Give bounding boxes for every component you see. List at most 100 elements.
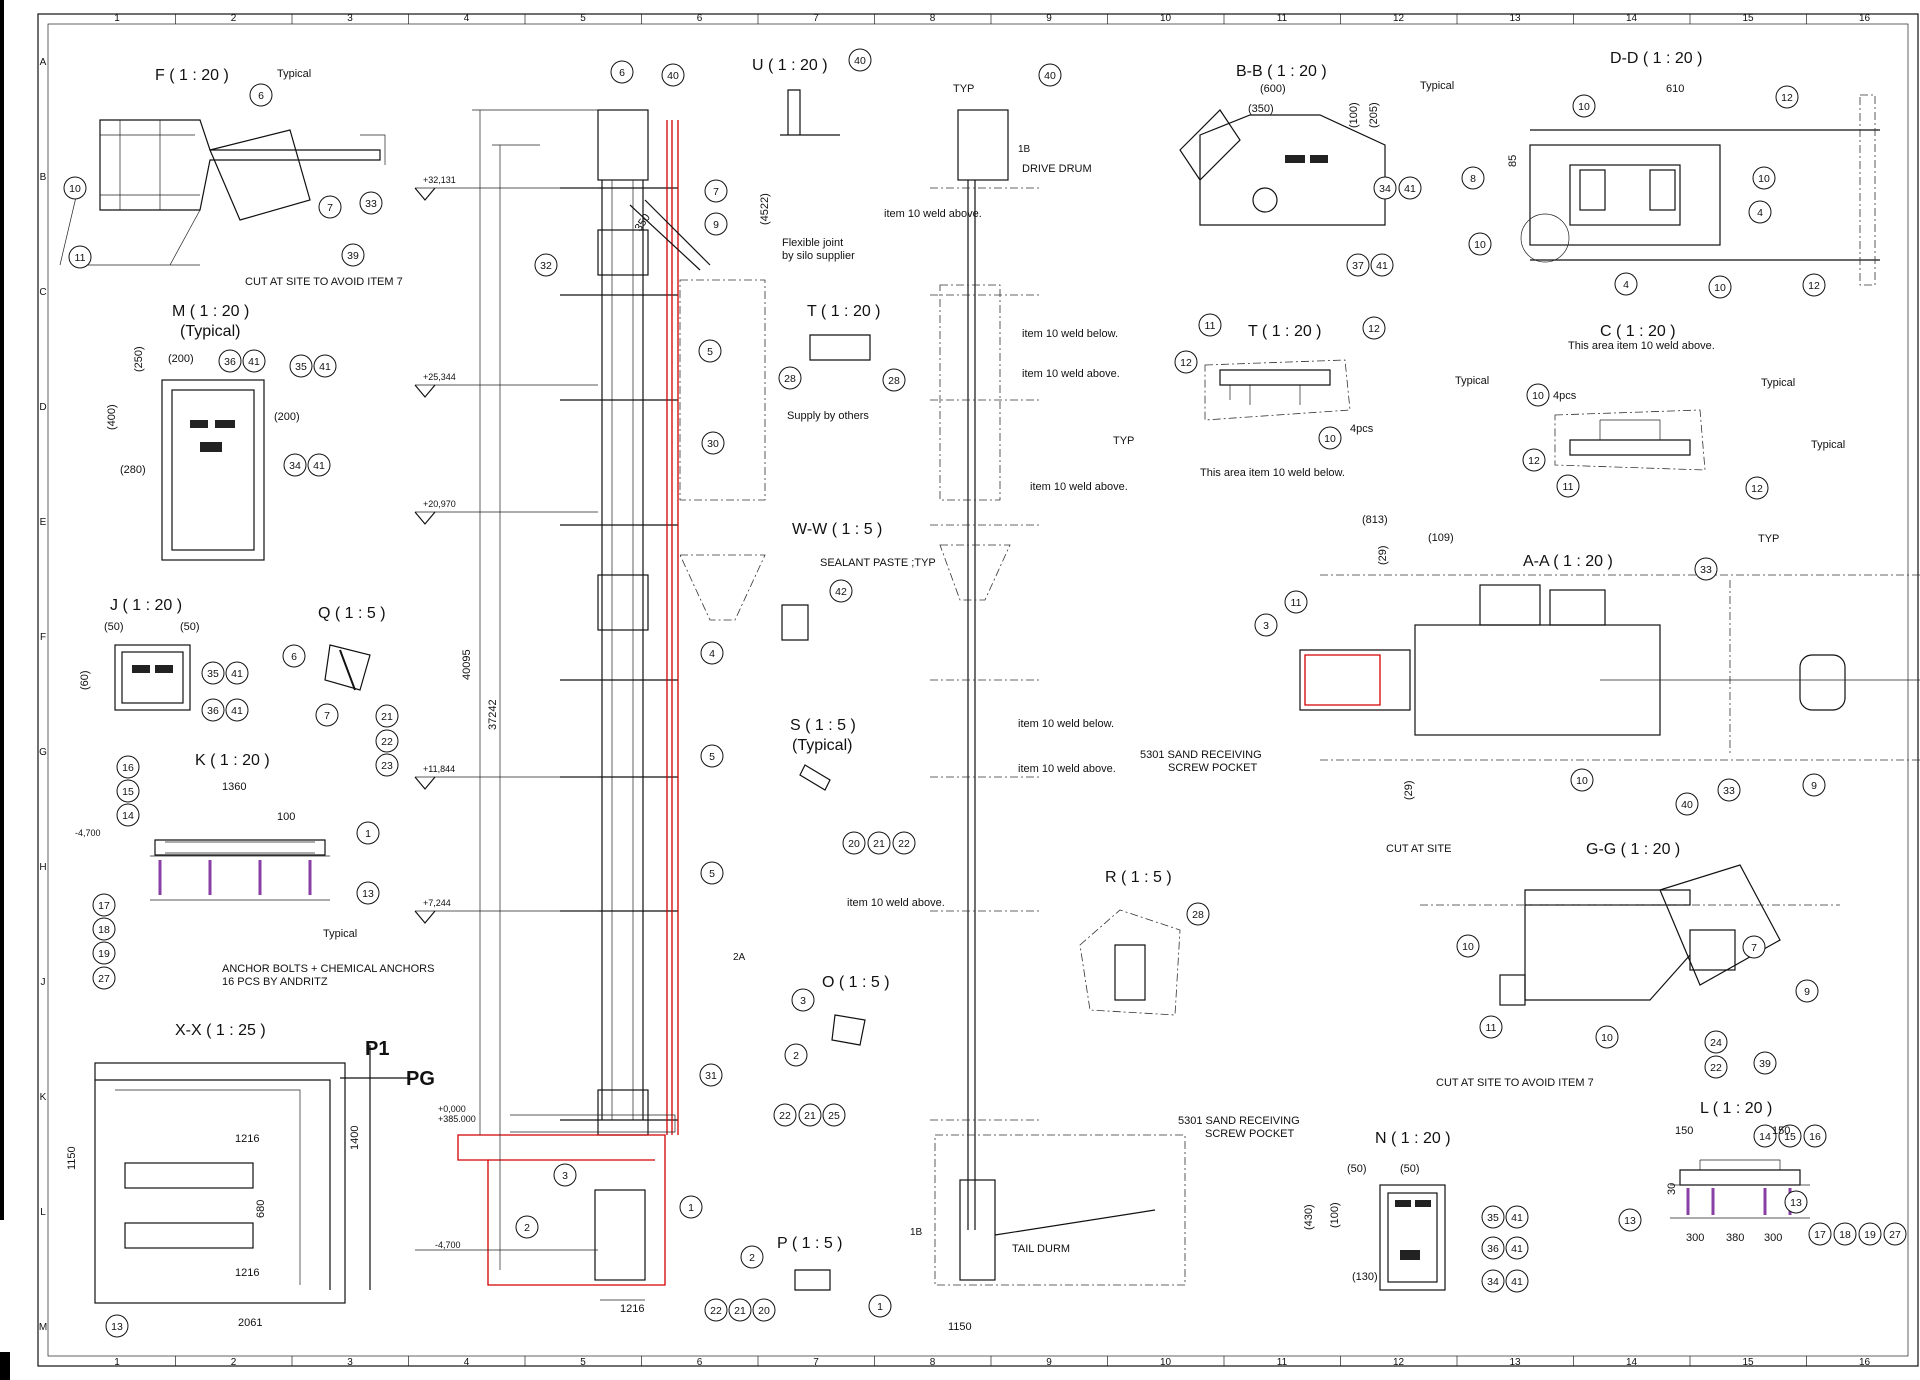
svg-text:41: 41	[1404, 183, 1416, 195]
note-supply-by-others: Supply by others	[787, 410, 869, 422]
item-balloon: 10	[1572, 94, 1596, 118]
svg-text:12: 12	[1808, 280, 1820, 292]
view-title: X-X ( 1 : 25 )	[175, 1022, 266, 1039]
item-balloon: 15	[1778, 1124, 1802, 1148]
item-balloon: 41	[1505, 1269, 1529, 1293]
svg-text:7: 7	[1751, 942, 1757, 954]
grid-row-label: C	[39, 287, 46, 298]
note-tail-durm: TAIL DURM	[1012, 1243, 1070, 1255]
item-balloon: 5	[698, 339, 722, 363]
grid-col-label: 2	[231, 13, 237, 24]
view-t-right: T ( 1 : 20 )	[1204, 323, 1351, 421]
svg-text:5: 5	[709, 868, 715, 880]
view-q: Q ( 1 : 5 )	[318, 605, 386, 691]
dim-50-n1: (50)	[1347, 1163, 1367, 1175]
elevation-6: +0,000	[438, 1104, 466, 1114]
item-balloon: 34	[1373, 176, 1397, 200]
svg-text:1: 1	[877, 1301, 883, 1313]
dim-300-l1: 300	[1686, 1232, 1704, 1244]
svg-text:28: 28	[784, 373, 796, 385]
svg-text:5: 5	[707, 346, 713, 358]
svg-text:14: 14	[1759, 1131, 1771, 1143]
view-title: P ( 1 : 5 )	[777, 1235, 843, 1252]
view-title: T ( 1 : 20 )	[1248, 323, 1322, 340]
grid-col-label: 14	[1626, 13, 1638, 24]
item-balloon: 41	[1505, 1236, 1529, 1260]
svg-text:30: 30	[707, 438, 719, 450]
svg-text:5: 5	[709, 751, 715, 763]
elevation-8: -4,700	[435, 1240, 461, 1250]
svg-text:41: 41	[231, 705, 243, 717]
item-balloon: 41	[307, 453, 331, 477]
item-balloon: 32	[534, 253, 558, 277]
svg-text:13: 13	[111, 1321, 123, 1333]
grid-col-label: 1	[114, 13, 120, 24]
grid-col-label: 10	[1160, 13, 1172, 24]
svg-text:14: 14	[122, 810, 134, 822]
svg-text:37: 37	[1352, 260, 1364, 272]
view-l: L ( 1 : 20 )	[1670, 1100, 1810, 1219]
grid-col-label: 12	[1393, 13, 1405, 24]
svg-text:6: 6	[619, 67, 625, 79]
dim-29-b: (29)	[1403, 780, 1415, 800]
dimension-labels: 40095 37242 (4522) 350 1216 1150 1360 10…	[66, 83, 1790, 1333]
item-balloon: 7	[318, 195, 342, 219]
grid-row-label: J	[41, 977, 46, 988]
view-title: A-A ( 1 : 20 )	[1523, 553, 1613, 570]
item-balloon: 1	[356, 821, 380, 845]
svg-text:10: 10	[1601, 1032, 1613, 1044]
item-balloon: 16	[116, 755, 140, 779]
item-balloon: 41	[242, 349, 266, 373]
note-typical-f: Typical	[277, 68, 311, 80]
item-balloon: 6	[610, 60, 634, 84]
item-balloon: 27	[92, 966, 116, 990]
item-balloon: 10	[1752, 166, 1776, 190]
item-balloon: 12	[1174, 350, 1198, 374]
svg-text:10: 10	[1758, 173, 1770, 185]
elevation-7: +385.000	[438, 1114, 476, 1124]
view-title: D-D ( 1 : 20 )	[1610, 50, 1702, 67]
item-balloon: 13	[1784, 1190, 1808, 1214]
svg-text:34: 34	[1379, 183, 1391, 195]
svg-text:11: 11	[1205, 320, 1216, 332]
dim-85: 85	[1507, 155, 1519, 167]
note-anchor-bolts: ANCHOR BOLTS + CHEMICAL ANCHORS	[222, 963, 434, 975]
datum-1b: 1B	[1018, 144, 1031, 155]
grid-row-label: E	[40, 517, 47, 528]
item-balloon: 11	[1198, 313, 1222, 337]
item-balloon: 35	[1481, 1205, 1505, 1229]
item-balloon: 36	[201, 698, 225, 722]
item-balloon: 7	[1742, 935, 1766, 959]
view-s: S ( 1 : 5 ) (Typical)	[790, 717, 856, 791]
note-cut-item7: CUT AT SITE TO AVOID ITEM 7	[245, 276, 403, 288]
svg-text:41: 41	[1511, 1276, 1523, 1288]
item-balloon: 39	[1753, 1051, 1777, 1075]
item-balloon: 41	[225, 698, 249, 722]
note-anchor-bolts-2: 16 PCS BY ANDRITZ	[222, 976, 328, 988]
svg-text:39: 39	[347, 250, 359, 262]
view-title: C ( 1 : 20 )	[1600, 323, 1676, 340]
dim-1360: 1360	[222, 781, 246, 793]
grid-col-label: 3	[347, 13, 353, 24]
item-balloon: 11	[1556, 474, 1580, 498]
note-weld-below-1: item 10 weld below.	[1022, 328, 1118, 340]
item-balloon: 5	[700, 744, 724, 768]
item-balloon: 30	[701, 431, 725, 455]
svg-text:36: 36	[207, 705, 219, 717]
dim-610: 610	[1666, 83, 1684, 95]
note-weld-below-2: item 10 weld below.	[1018, 718, 1114, 730]
view-n: N ( 1 : 20 )	[1375, 1130, 1451, 1291]
item-balloon: 41	[1505, 1205, 1529, 1229]
svg-text:10: 10	[1578, 101, 1590, 113]
grid-col-label: 3	[347, 1357, 353, 1368]
view-w-w: W-W ( 1 : 5 )	[781, 521, 882, 641]
view-title: M ( 1 : 20 )	[172, 303, 249, 320]
dim-37242: 37242	[487, 699, 499, 730]
svg-text:12: 12	[1528, 455, 1540, 467]
item-balloon: 35	[289, 354, 313, 378]
dim-813: (813)	[1362, 514, 1388, 526]
dim-430: (430)	[1303, 1204, 1315, 1230]
svg-text:20: 20	[758, 1305, 770, 1317]
